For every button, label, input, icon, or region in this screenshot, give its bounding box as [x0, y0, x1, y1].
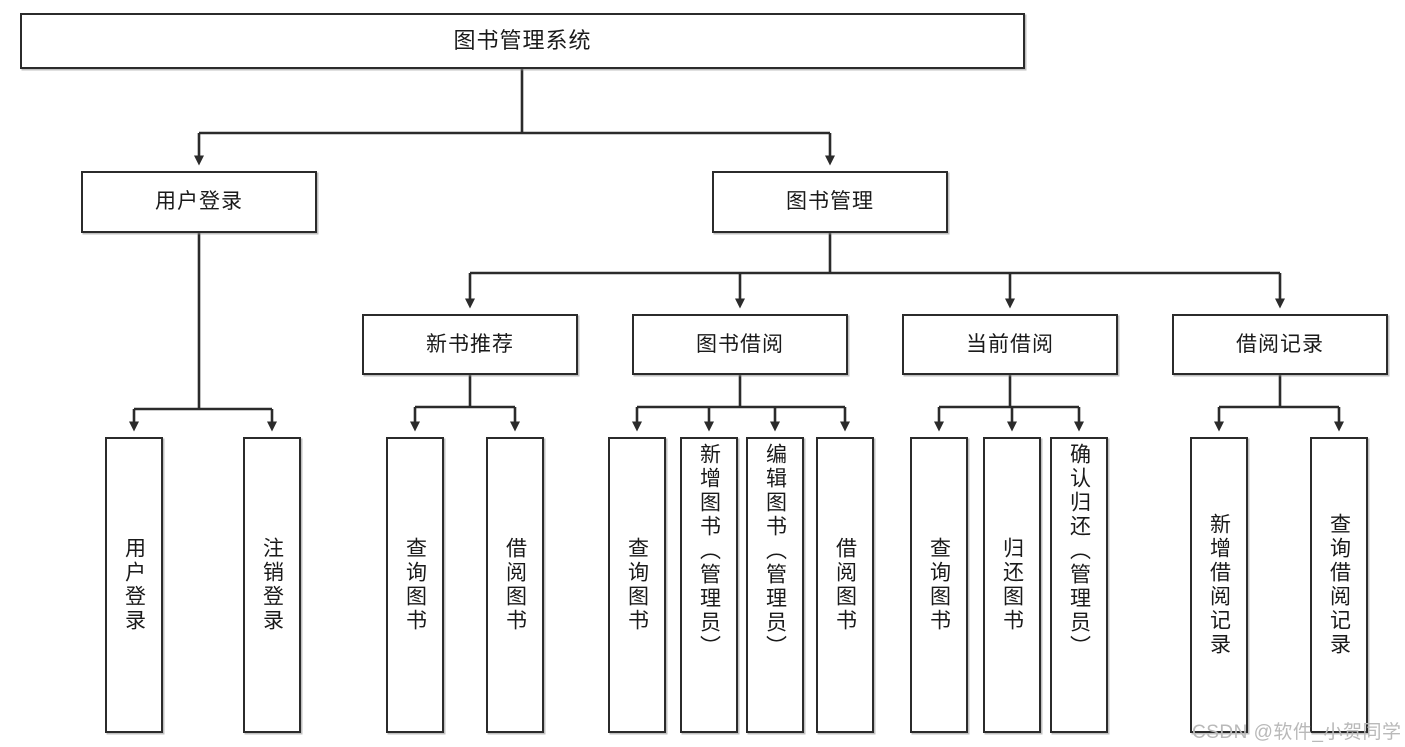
leaf-user-login[interactable]: 用户登录	[105, 437, 163, 733]
node-borrow-record[interactable]: 借阅记录	[1172, 314, 1388, 375]
leaf-borrow-book-2[interactable]: 借阅图书	[816, 437, 874, 733]
node-new-book-rec[interactable]: 新书推荐	[362, 314, 578, 375]
leaf-query-book-1[interactable]: 查询图书	[386, 437, 444, 733]
leaf-add-book[interactable]: 新增图书（管理员）	[680, 437, 738, 733]
node-current-borrow[interactable]: 当前借阅	[902, 314, 1118, 375]
leaf-edit-book[interactable]: 编辑图书（管理员）	[746, 437, 804, 733]
leaf-query-record[interactable]: 查询借阅记录	[1310, 437, 1368, 733]
leaf-return-book[interactable]: 归还图书	[983, 437, 1041, 733]
leaf-query-book-2[interactable]: 查询图书	[608, 437, 666, 733]
node-book-manage[interactable]: 图书管理	[712, 171, 948, 233]
node-user-login[interactable]: 用户登录	[81, 171, 317, 233]
leaf-borrow-book-1[interactable]: 借阅图书	[486, 437, 544, 733]
node-root[interactable]: 图书管理系统	[20, 13, 1025, 69]
leaf-logout[interactable]: 注销登录	[243, 437, 301, 733]
leaf-query-book-3[interactable]: 查询图书	[910, 437, 968, 733]
leaf-add-record[interactable]: 新增借阅记录	[1190, 437, 1248, 733]
leaf-confirm-return[interactable]: 确认归还（管理员）	[1050, 437, 1108, 733]
csdn-watermark: CSDN @软件_小贺同学	[1192, 722, 1402, 743]
node-book-borrow[interactable]: 图书借阅	[632, 314, 848, 375]
